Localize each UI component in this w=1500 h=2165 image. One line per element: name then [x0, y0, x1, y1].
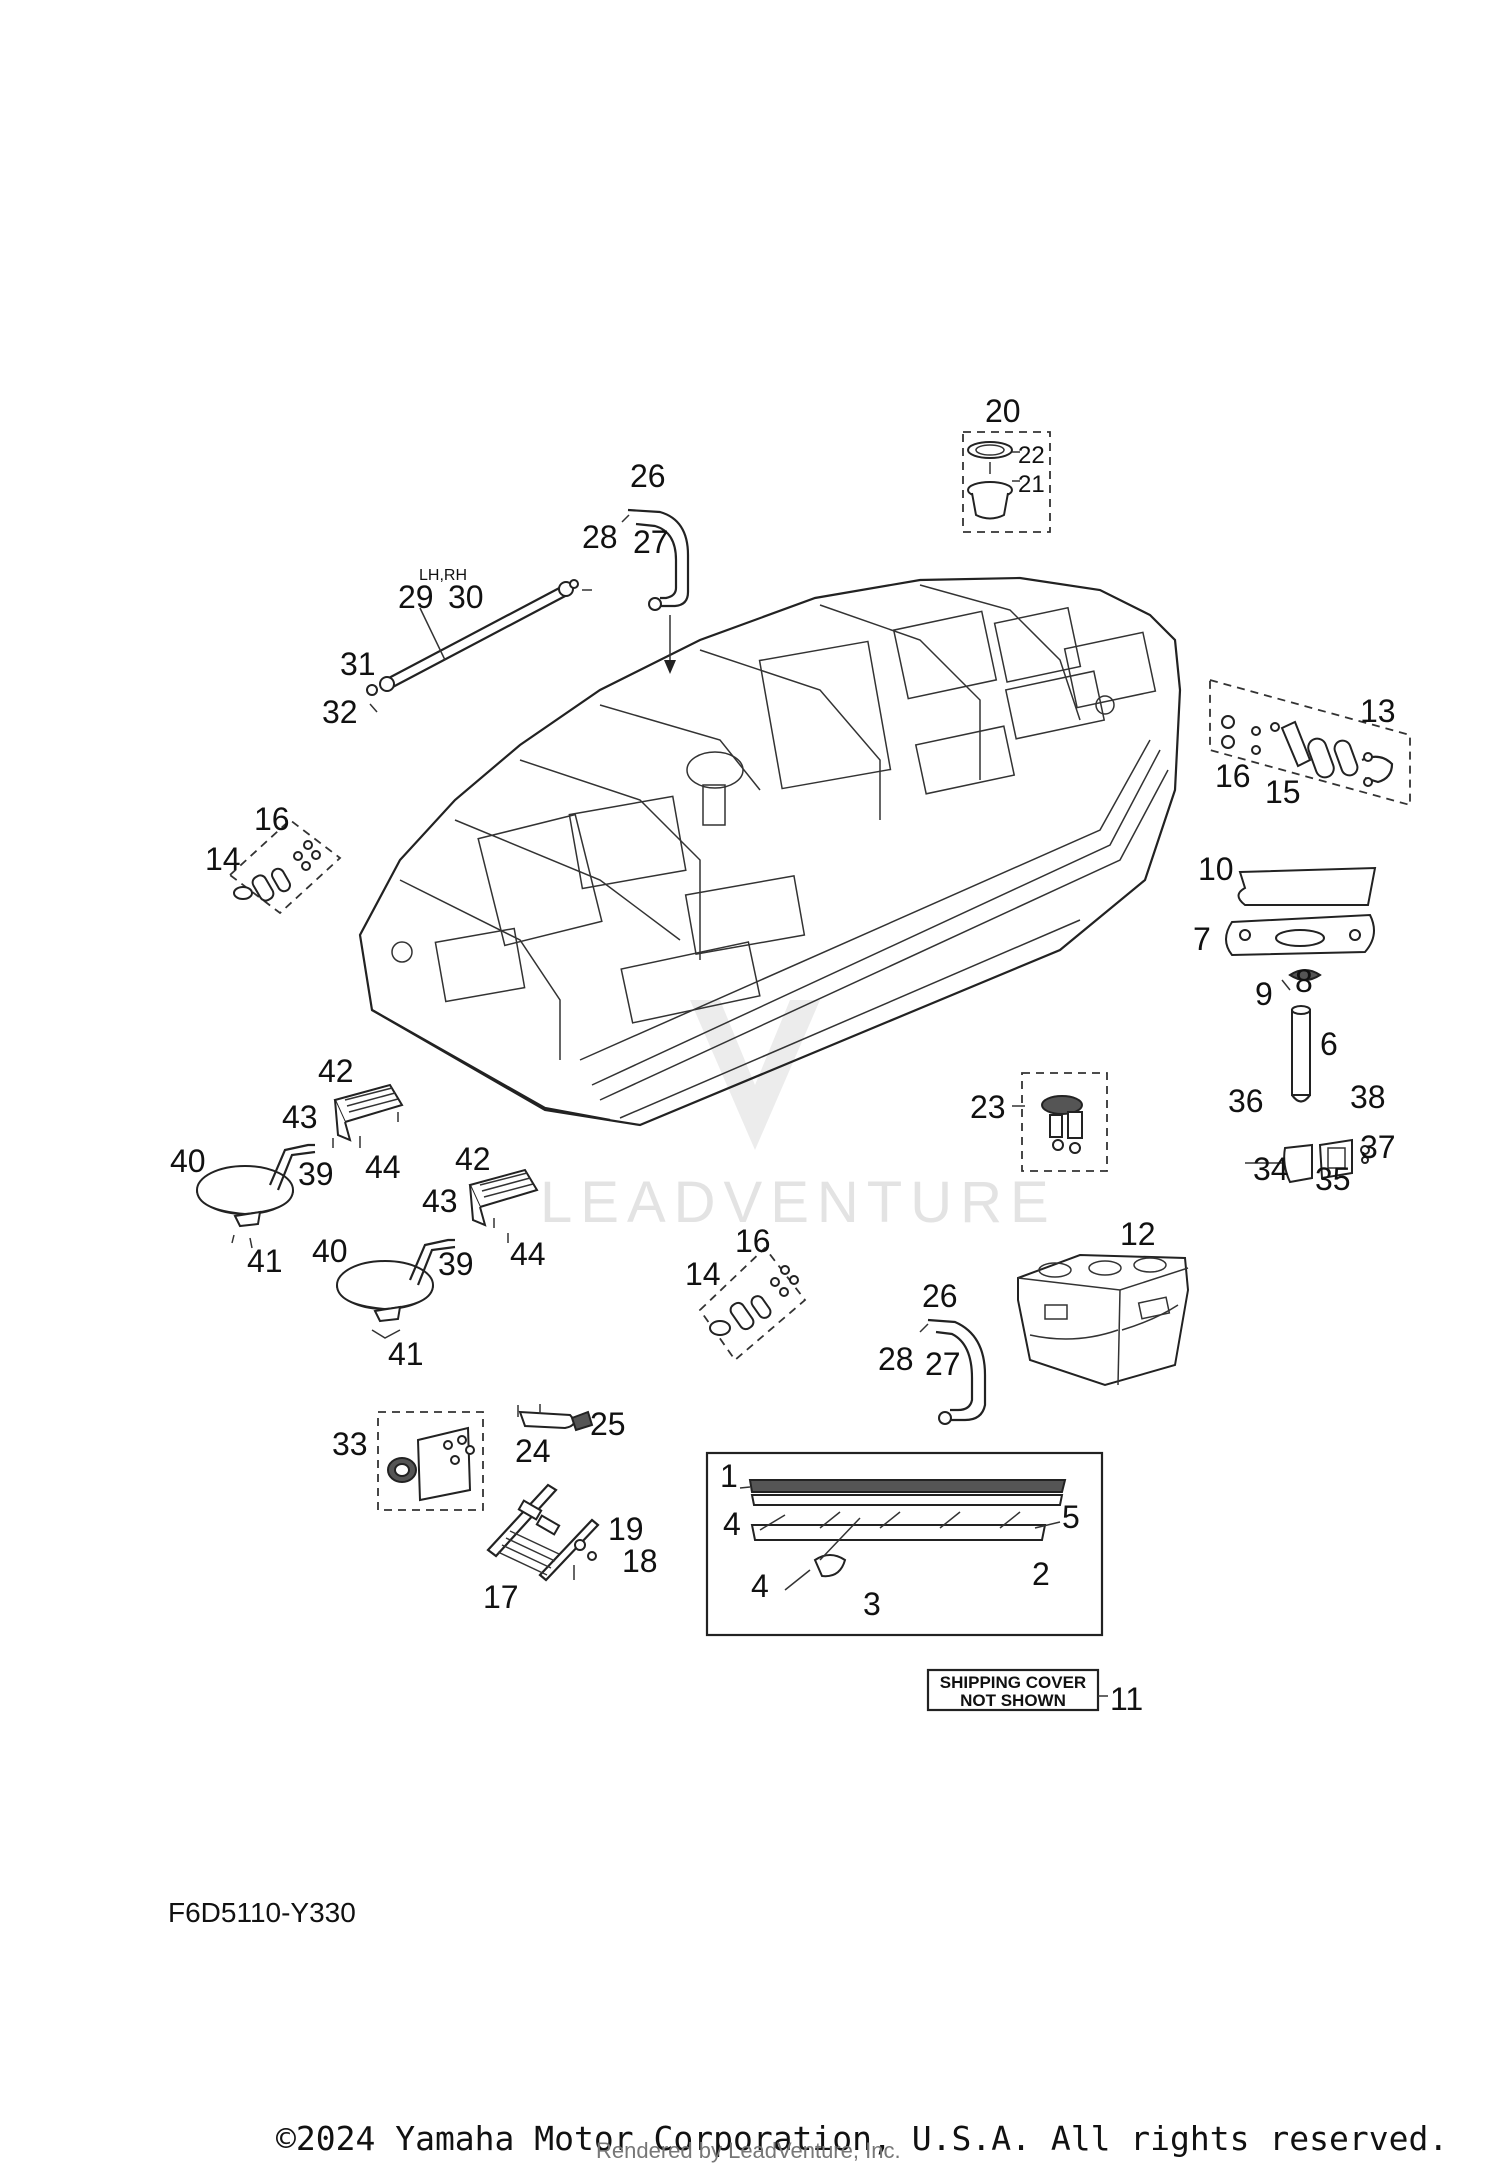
callout-14-left: 14	[205, 841, 241, 877]
cooler-12	[1017, 1253, 1190, 1387]
callout-22: 22	[1018, 442, 1045, 469]
seat-40-lower	[336, 1238, 456, 1339]
callout-35: 35	[1315, 1161, 1351, 1197]
watermark: LEADVENTURE	[540, 1000, 1057, 1235]
callout-18: 18	[622, 1543, 658, 1579]
callout-4-lower: 4	[751, 1568, 769, 1604]
callout-30: 30	[448, 579, 484, 615]
copyright-notice: ©2024 Yamaha Motor Corporation, U.S.A. A…	[276, 2119, 1448, 2158]
callout-1: 1	[720, 1458, 738, 1494]
callout-17: 17	[483, 1579, 519, 1615]
callout-24: 24	[515, 1433, 551, 1469]
callout-43-lower: 43	[422, 1183, 458, 1219]
callout-38: 38	[1350, 1079, 1386, 1115]
boat-hull-illustration	[358, 576, 1182, 1127]
callout-27-lower: 27	[925, 1346, 961, 1382]
watermark-text: LEADVENTURE	[540, 1170, 1057, 1235]
grab-handle-top	[621, 508, 690, 674]
shipping-cover-box: SHIPPING COVER NOT SHOWN	[926, 1668, 1108, 1712]
callout-26-top: 26	[630, 458, 666, 494]
drawing-code: F6D5110-Y330	[168, 1897, 356, 1928]
part-group-14-left	[228, 818, 342, 915]
callout-14-center: 14	[685, 1256, 721, 1292]
callout-39-upper: 39	[298, 1156, 334, 1192]
callout-32: 32	[322, 694, 358, 730]
callout-3: 3	[863, 1586, 881, 1622]
callout-29: 29	[398, 579, 434, 615]
callout-13: 13	[1360, 693, 1396, 729]
callout-31: 31	[340, 646, 376, 682]
ladder-17	[486, 1483, 600, 1582]
callout-7: 7	[1193, 921, 1211, 957]
pedestal-6	[1291, 1005, 1311, 1103]
callout-37: 37	[1360, 1129, 1396, 1165]
callout-labels: 20 22 21 26 28 27 LH,RH 29 30 31 32 16 1…	[170, 393, 1396, 1717]
callout-44-upper: 44	[365, 1149, 401, 1185]
callout-9: 9	[1255, 976, 1273, 1012]
callout-23: 23	[970, 1089, 1006, 1125]
callout-11: 11	[1110, 1681, 1143, 1717]
grab-handle-lower	[919, 1318, 987, 1425]
callout-4-upper: 4	[723, 1506, 741, 1542]
callout-16-center: 16	[735, 1223, 771, 1259]
callout-41-upper: 41	[247, 1243, 283, 1279]
seat-40-upper	[196, 1143, 316, 1249]
callout-27-top: 27	[633, 524, 669, 560]
callout-36: 36	[1228, 1083, 1264, 1119]
callout-40-upper: 40	[170, 1143, 206, 1179]
shipping-cover-line-2: NOT SHOWN	[960, 1691, 1066, 1710]
callout-41-lower: 41	[388, 1336, 424, 1372]
callout-26-lower: 26	[922, 1278, 958, 1314]
callout-10: 10	[1198, 851, 1234, 887]
callout-28-top: 28	[582, 519, 618, 555]
callout-5: 5	[1062, 1499, 1080, 1535]
part-group-20	[962, 431, 1051, 533]
callout-43-upper: 43	[282, 1099, 318, 1135]
seat-base-10-7	[1225, 866, 1377, 991]
callout-40-lower: 40	[312, 1233, 348, 1269]
callout-6: 6	[1320, 1026, 1338, 1062]
callout-28-lower: 28	[878, 1341, 914, 1377]
part-group-33	[377, 1411, 484, 1511]
callout-15: 15	[1265, 774, 1301, 810]
rub-rail-box	[705, 1451, 1104, 1637]
bracket-34-35	[1245, 1138, 1370, 1184]
callout-33: 33	[332, 1426, 368, 1462]
callout-25: 25	[590, 1406, 626, 1442]
rendered-by-notice: Rendered by LeadVenture, Inc.	[596, 2138, 901, 2163]
callout-21: 21	[1018, 471, 1045, 498]
callout-44-lower: 44	[510, 1236, 546, 1272]
part-group-23	[1012, 1072, 1108, 1172]
callout-20: 20	[985, 393, 1021, 429]
part-group-14-center	[698, 1246, 807, 1362]
rail-29-30	[366, 579, 592, 713]
part-group-13	[1209, 678, 1411, 807]
callout-42-lower: 42	[455, 1141, 491, 1177]
callout-39-lower: 39	[438, 1246, 474, 1282]
callout-19: 19	[608, 1511, 644, 1547]
callout-12: 12	[1120, 1216, 1156, 1252]
callout-16-right: 16	[1215, 758, 1251, 794]
callout-34: 34	[1253, 1151, 1289, 1187]
step-42-lower	[468, 1168, 539, 1243]
callout-8: 8	[1295, 963, 1313, 999]
callout-42-upper: 42	[318, 1053, 354, 1089]
side-label: LH,RH	[419, 567, 467, 584]
step-42-upper	[332, 1083, 404, 1148]
callout-2: 2	[1032, 1556, 1050, 1592]
callout-16-left: 16	[254, 801, 290, 837]
latch-24-25	[517, 1404, 594, 1432]
shipping-cover-line-1: SHIPPING COVER	[940, 1673, 1086, 1692]
